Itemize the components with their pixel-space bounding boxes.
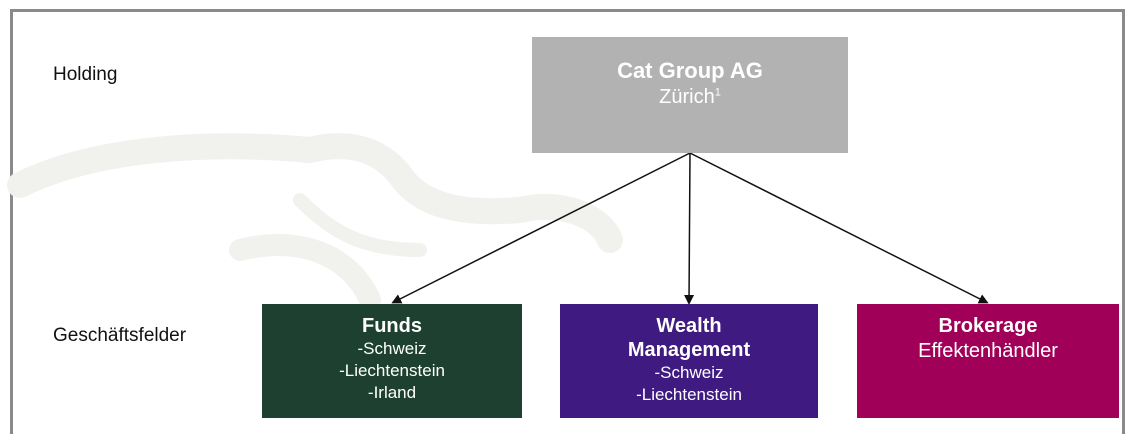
wealth-title-line2: Management xyxy=(627,339,751,361)
funds-box: Funds -Schweiz -Liechtenstein -Irland xyxy=(262,304,522,418)
connector-funds xyxy=(391,152,691,304)
wealth-management-box: Wealth Management -Schweiz -Liechtenstei… xyxy=(560,304,818,418)
business-fields-level-label: Geschäftsfelder xyxy=(53,325,187,346)
brokerage-title: Brokerage xyxy=(938,315,1038,337)
wealth-item-liechtenstein: -Liechtenstein xyxy=(636,385,742,404)
wealth-title-line1: Wealth xyxy=(656,315,722,337)
funds-item-schweiz: -Schweiz xyxy=(357,339,427,358)
funds-item-liechtenstein: -Liechtenstein xyxy=(339,361,445,380)
holding-city-line: Zürich1 xyxy=(532,84,848,110)
connector-wealth xyxy=(684,152,695,305)
slide-frame xyxy=(10,9,1125,434)
holding-footnote: 1 xyxy=(714,86,721,99)
holding-city: Zürich xyxy=(659,86,715,108)
holding-box: Cat Group AG Zürich1 xyxy=(532,37,848,153)
brokerage-subtitle: Effektenhändler xyxy=(918,340,1058,362)
brokerage-box: Brokerage Effektenhändler xyxy=(857,304,1119,418)
wealth-item-schweiz: -Schweiz xyxy=(654,363,724,382)
holding-level-label: Holding xyxy=(53,64,118,85)
connector-brokerage xyxy=(689,152,989,304)
holding-name: Cat Group AG xyxy=(617,58,763,83)
funds-item-irland: -Irland xyxy=(367,383,417,402)
funds-title: Funds xyxy=(362,315,422,337)
